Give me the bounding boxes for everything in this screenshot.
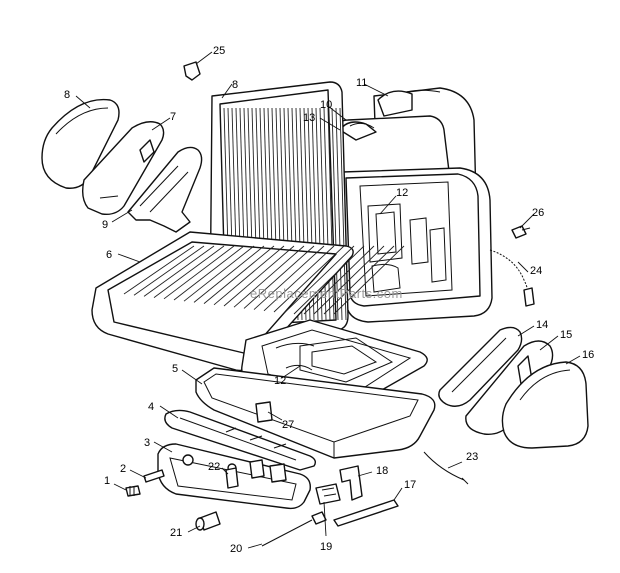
leader-lines bbox=[75, 51, 581, 549]
part-16-right-end-shell bbox=[501, 361, 589, 449]
label-4: 4 bbox=[148, 401, 154, 413]
part-27-clip bbox=[255, 401, 273, 423]
part-17-bar bbox=[333, 499, 399, 527]
label-17: 17 bbox=[404, 479, 416, 491]
part-5-base-tray bbox=[195, 367, 436, 459]
label-19: 19 bbox=[320, 541, 332, 553]
label-7: 7 bbox=[170, 111, 176, 123]
label-22: 22 bbox=[208, 461, 220, 473]
label-8-left: 8 bbox=[64, 89, 70, 101]
label-13: 13 bbox=[303, 112, 315, 124]
label-11: 11 bbox=[356, 77, 367, 89]
label-21: 21 bbox=[170, 527, 182, 539]
part-12-upper-heater-housing bbox=[341, 167, 493, 323]
label-23: 23 bbox=[466, 451, 478, 463]
part-26-hinge-pin bbox=[511, 225, 531, 239]
label-24: 24 bbox=[530, 265, 542, 277]
label-15: 15 bbox=[560, 329, 572, 341]
label-14: 14 bbox=[536, 319, 548, 331]
label-2: 2 bbox=[120, 463, 126, 475]
label-10: 10 bbox=[320, 99, 332, 111]
part-20-rod bbox=[261, 511, 327, 547]
label-6: 6 bbox=[106, 249, 112, 261]
part-22-post bbox=[225, 467, 239, 489]
part-25-clip bbox=[183, 61, 201, 81]
part-23-wire bbox=[423, 451, 469, 485]
label-9: 9 bbox=[102, 219, 108, 231]
label-1: 1 bbox=[104, 475, 110, 487]
label-25: 25 bbox=[213, 45, 225, 57]
label-18: 18 bbox=[376, 465, 388, 477]
part-9-side-plate bbox=[127, 146, 203, 233]
part-21-knob bbox=[195, 511, 221, 531]
part-1-screw bbox=[125, 485, 141, 497]
label-16: 16 bbox=[582, 349, 594, 361]
part-number-labels: 25 8 8 7 9 6 11 10 13 12 12 5 4 3 2 1 21… bbox=[64, 45, 594, 555]
label-8-plate: 8 bbox=[232, 79, 238, 91]
part-2-pin bbox=[143, 469, 165, 483]
label-26: 26 bbox=[532, 207, 544, 219]
label-12-upper: 12 bbox=[396, 187, 408, 199]
lower-plate-ridges bbox=[123, 245, 405, 315]
label-20: 20 bbox=[230, 543, 242, 555]
label-5: 5 bbox=[172, 363, 178, 375]
part-6-lower-grill-plate bbox=[91, 231, 405, 372]
label-27: 27 bbox=[282, 419, 294, 431]
part-18-bracket bbox=[339, 465, 363, 501]
part-7-side-cover bbox=[81, 121, 165, 216]
watermark-text: eReplacementParts.com bbox=[250, 286, 403, 301]
part-14-right-side-plate bbox=[438, 326, 523, 407]
part-19-switch bbox=[315, 483, 341, 505]
part-24-power-cord bbox=[489, 249, 535, 307]
label-3: 3 bbox=[144, 437, 150, 449]
label-12-lower: 12 bbox=[274, 375, 286, 387]
part-4-handle-arm bbox=[164, 409, 317, 471]
